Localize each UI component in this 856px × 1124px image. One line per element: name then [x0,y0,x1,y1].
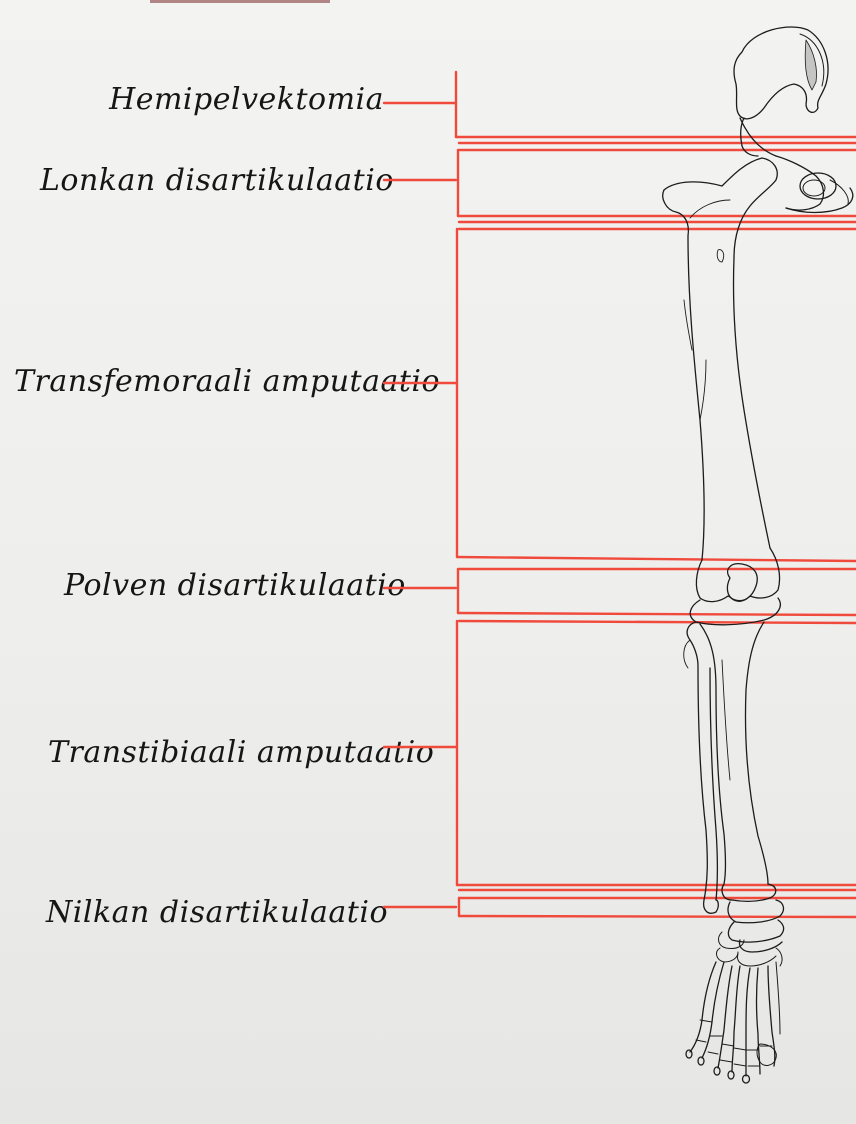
bracket-polven-disartikulaatio [384,569,856,615]
bracket-hemipelvektomia [384,72,856,143]
femoral-head [800,173,836,199]
bracket-lonkan-disartikulaatio [384,150,856,222]
leg-skeleton-drawing [663,27,853,1083]
bracket-transfemoraali-amputaatio [384,229,856,561]
pelvis-bone [734,27,853,213]
level-brackets [384,72,856,917]
bracket-nilkan-disartikulaatio [384,898,856,917]
tibia-bone [690,598,780,901]
foot-bones [686,962,780,1083]
ankle-bones [717,900,784,966]
bracket-transtibiaali-amputaatio [384,621,856,890]
femur-bone [663,158,780,602]
fibula-bone [684,622,719,913]
